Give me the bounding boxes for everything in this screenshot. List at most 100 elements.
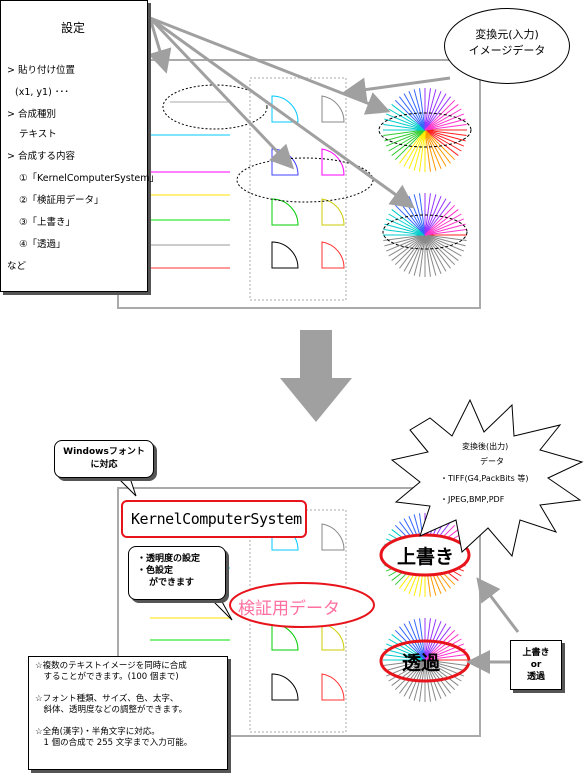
starburst-ray	[424, 118, 466, 131]
starburst-ray	[424, 196, 442, 236]
starburst-ray	[419, 193, 426, 236]
output-title: 変換後(出力)	[462, 442, 509, 451]
starburst-ray	[419, 234, 426, 277]
starburst-ray	[424, 89, 437, 131]
starburst-ray	[424, 626, 451, 661]
starburst-ray	[399, 626, 426, 661]
starburst-ray	[388, 108, 426, 131]
big-down-arrow	[280, 330, 352, 422]
starburst-ray	[424, 91, 442, 131]
settings-item: テキスト	[19, 129, 57, 140]
feature-line: ☆全角(漢字)・半角文字に対応。	[35, 727, 160, 737]
starburst-ray	[424, 129, 442, 169]
overwrite-text: 上書き	[397, 546, 455, 568]
starburst-ray	[424, 618, 431, 661]
starburst-ray	[424, 234, 456, 266]
starburst-ray	[399, 234, 426, 269]
source-image-label: 変換元(入力) イメージデータ	[444, 8, 570, 84]
starburst-ray	[424, 93, 447, 131]
starburst-ray	[388, 129, 426, 152]
settings-arrows	[148, 16, 451, 209]
starburst-ray	[424, 201, 451, 236]
overwrite-or-arrows	[466, 577, 520, 674]
settings-item: > 貼り付け位置	[7, 65, 75, 76]
top-color-lines	[150, 101, 230, 269]
starburst-ray	[424, 659, 447, 697]
starburst-ray	[424, 129, 431, 172]
starburst-ray	[424, 129, 464, 147]
starburst-ray	[424, 659, 462, 682]
top-starburst-1	[383, 88, 467, 172]
verify-red-ellipse	[229, 582, 375, 628]
starburst-ray	[399, 96, 426, 131]
starburst-ray	[388, 234, 426, 257]
overwrite-red-ellipse	[379, 533, 471, 577]
starburst-ray	[424, 129, 437, 171]
starburst-ray	[384, 234, 426, 247]
feature-line: 斜体、透明度などの調整ができます。	[35, 705, 188, 715]
starburst-ray	[394, 129, 426, 161]
starburst-ray	[394, 204, 426, 236]
starburst-ray	[424, 124, 467, 131]
starburst-ray	[424, 234, 442, 274]
starburst-ray	[386, 234, 426, 252]
kernel-text: KernelComputerSystem	[131, 510, 302, 528]
windows-font-callout: Windowsフォント に対応	[54, 440, 154, 478]
starburst-ray	[394, 234, 426, 266]
starburst-ray	[424, 129, 462, 152]
starburst-ray	[424, 234, 466, 247]
starburst-ray	[424, 659, 459, 686]
settings-title: 設定	[61, 21, 86, 35]
windows-font-line1: Windowsフォント	[63, 447, 145, 457]
settings-item: など	[7, 261, 27, 272]
starburst-ray	[424, 629, 456, 661]
starburst-ray	[424, 654, 467, 661]
starburst-ray	[384, 118, 426, 131]
windows-font-callout-tail	[116, 477, 137, 497]
starburst-ray	[399, 659, 426, 694]
starburst-ray	[383, 654, 426, 661]
starburst-ray	[424, 204, 456, 236]
output-data: データ	[480, 457, 504, 466]
or-line1: 上書き	[522, 648, 550, 658]
settings-item: ②「検証用データ」	[19, 195, 104, 206]
settings-item: ③「上書き」	[19, 217, 76, 228]
starburst-ray	[391, 129, 426, 156]
overwrite-or-transparent-box: 上書き or 透過	[510, 640, 562, 690]
starburst-ray	[424, 129, 466, 142]
starburst-ray	[408, 91, 426, 131]
starburst-ray	[424, 198, 447, 236]
starburst-ray	[424, 108, 462, 131]
starburst-ray	[391, 209, 426, 236]
starburst-ray	[424, 209, 459, 236]
starburst-ray	[424, 659, 451, 694]
settings-item: ④「透過」	[19, 239, 66, 250]
feature-line: 1 個の合成で 255 文字まで入力可能。	[35, 738, 193, 748]
top-ellipse-starburst2	[382, 214, 468, 250]
features-panel: ☆複数のテキストイメージを同時に合成 することができます。(100 個まで)☆フ…	[28, 656, 228, 770]
starburst-ray	[394, 659, 426, 691]
output-burst-text: 変換後(出力) データ ・TIFF(G4,PackBits 等) ・JPEG,B…	[440, 440, 550, 506]
starburst-ray	[403, 129, 426, 167]
starburst-ray	[424, 104, 459, 131]
starburst-ray	[424, 659, 456, 691]
starburst-ray	[424, 234, 437, 276]
starburst-ray	[386, 113, 426, 131]
starburst-ray	[386, 129, 426, 147]
settings-item: > 合成する内容	[7, 151, 75, 162]
starburst-ray	[419, 88, 426, 131]
starburst-ray	[424, 129, 447, 167]
top-document-frame	[117, 59, 481, 309]
transparency-callout: ・透明度の設定 ・色設定 ができます	[128, 546, 226, 600]
starburst-ray	[424, 99, 456, 131]
starburst-ray	[383, 129, 426, 136]
starburst-ray	[413, 89, 426, 131]
starburst-ray	[391, 104, 426, 131]
starburst-ray	[388, 213, 426, 236]
starburst-ray	[394, 629, 426, 661]
starburst-ray	[391, 659, 426, 686]
starburst-ray	[424, 638, 462, 661]
starburst-ray	[408, 234, 426, 274]
feature-line	[35, 716, 227, 727]
starburst-ray	[424, 88, 431, 131]
